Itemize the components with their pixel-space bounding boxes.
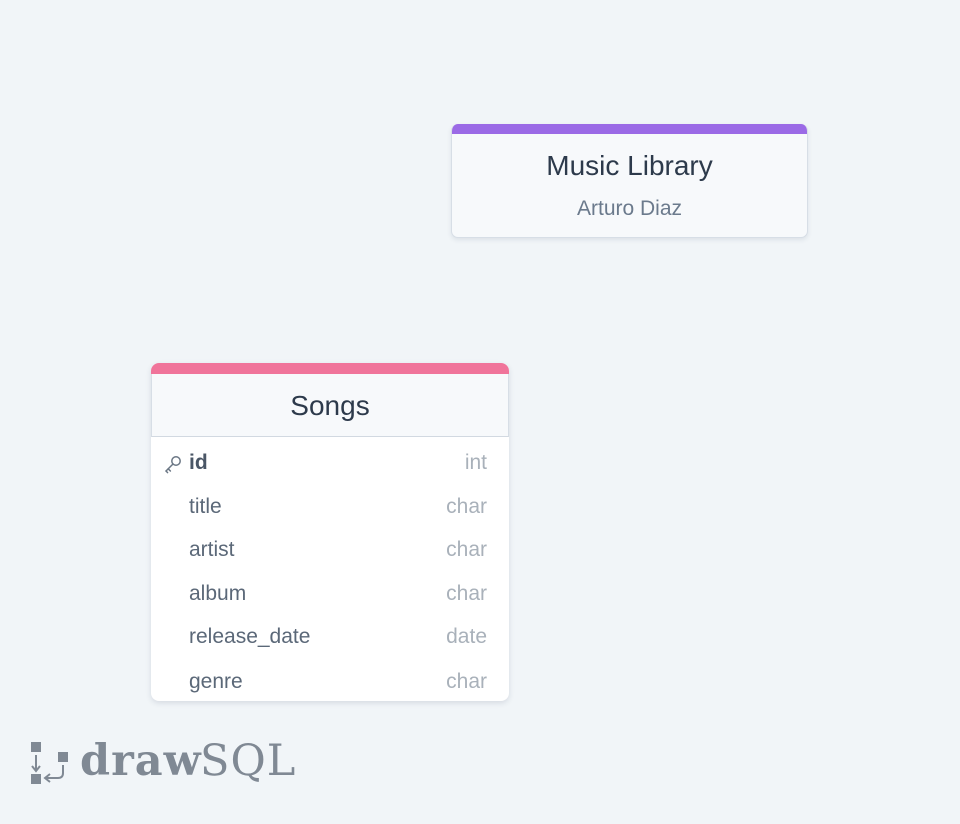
table-row[interactable]: artist char [151, 534, 509, 564]
table-row[interactable]: title char [151, 491, 509, 521]
table-accent-bar [151, 363, 509, 374]
table-card-songs[interactable]: Songs id int title char artist char [151, 363, 509, 701]
table-name[interactable]: Songs [151, 374, 509, 437]
table-row[interactable]: release_date date [151, 621, 509, 651]
column-type: int [464, 451, 487, 474]
table-row[interactable]: id int [151, 447, 509, 477]
drawsql-logo: draw SQL [30, 734, 310, 788]
column-type: date [446, 625, 487, 648]
column-type: char [446, 538, 487, 561]
project-title: Music Library [546, 150, 713, 181]
column-type: char [446, 495, 487, 518]
column-name: id [189, 451, 208, 474]
key-icon [165, 456, 181, 474]
project-card-accent-bar [452, 124, 807, 134]
column-type: char [446, 670, 487, 693]
column-name: release_date [189, 625, 311, 648]
table-row[interactable]: genre char [151, 666, 509, 696]
logo-word-draw: draw [80, 736, 202, 786]
column-name: genre [189, 670, 243, 693]
column-name: artist [189, 538, 235, 561]
logo-word-sql: SQL [200, 736, 297, 786]
column-type: char [446, 582, 487, 605]
project-author: Arturo Diaz [576, 197, 683, 220]
column-name: album [189, 582, 247, 605]
table-row[interactable]: album char [151, 578, 509, 608]
column-name: title [189, 495, 222, 518]
project-info-card[interactable]: Music Library Arturo Diaz [451, 124, 808, 238]
drawsql-logo-icon [31, 742, 68, 784]
